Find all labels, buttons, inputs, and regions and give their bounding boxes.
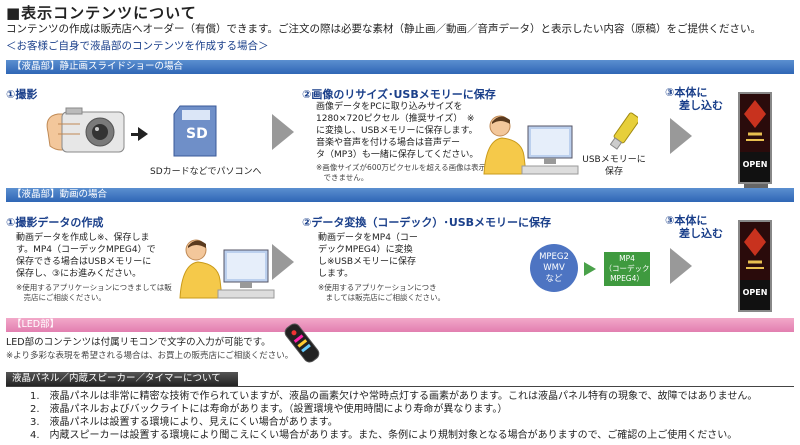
arrow-shaft bbox=[131, 133, 139, 136]
kiosk-sign: OPEN bbox=[742, 160, 768, 169]
format-line: など bbox=[545, 273, 563, 284]
note-line: ※使用するアプリケーションにつき bbox=[318, 283, 437, 292]
still-step1-title: ①撮影 bbox=[6, 88, 38, 101]
source-format-circle: MPEG2 WMV など bbox=[530, 244, 578, 292]
remote-control-icon bbox=[284, 323, 320, 363]
text-line: 保存できる場合はUSBメモリーに bbox=[16, 257, 152, 267]
text-line: タ（MP3）も一緒に保存してください。 bbox=[316, 150, 479, 160]
usb-label-line: 保存 bbox=[604, 167, 623, 177]
text-line: 動画データを作成し※、保存しま bbox=[16, 233, 150, 243]
video-step1-text: 動画データを作成し※、保存しま す。MP4（コーデックMPEG4）で 保存できる… bbox=[16, 232, 172, 303]
list-item: 3. 液晶パネルは設置する環境により、見えにくい場合があります。 bbox=[30, 417, 338, 428]
led-section-bar: 【LED部】 bbox=[6, 318, 794, 332]
step3-line: 差し込む bbox=[679, 99, 723, 112]
led-line1: LED部のコンテンツは付属リモコンで文字の入力が可能です。 bbox=[6, 337, 271, 348]
arrow-icon bbox=[670, 118, 692, 154]
kiosk-display: OPEN bbox=[738, 92, 772, 184]
green-arrow-icon bbox=[584, 262, 596, 276]
usb-stick-icon bbox=[610, 112, 638, 150]
video-step2-text: 動画データをMP4（コー デックMPEG4）に変換 し※USBメモリーに保存 し… bbox=[318, 232, 445, 303]
notes-bar: 液晶パネル／内蔵スピーカー／タイマーについて bbox=[6, 372, 238, 386]
page-title: ■表示コンテンツについて bbox=[6, 4, 197, 22]
kiosk-logo-icon bbox=[740, 94, 770, 152]
list-item: 1. 液晶パネルは非常に精密な技術で作られていますが、液晶の画素欠けや常時点灯す… bbox=[30, 391, 758, 402]
arrow-icon bbox=[138, 127, 148, 141]
still-step2-text: 画像データをPCに取り込みサイズを 1280×720ピクセル（推奨サイズ） ※ … bbox=[316, 101, 486, 183]
mp4-line: （コーデック bbox=[604, 264, 650, 273]
text-line: します。 bbox=[318, 269, 354, 279]
list-item: 4. 内蔵スピーカーは設置する環境により聞こえにくい場合があります。また、条例に… bbox=[30, 430, 738, 441]
self-made-heading: ＜お客様ご自身で液晶部のコンテンツを作成する場合＞ bbox=[6, 40, 269, 52]
text-line: す。MP4（コーデックMPEG4）で bbox=[16, 245, 156, 255]
text-line: 保存し、③にお進みください。 bbox=[16, 269, 142, 279]
format-line: MPEG2 bbox=[539, 251, 569, 262]
text-line: デックMPEG4）に変換 bbox=[318, 245, 413, 255]
video-step1-title: ①撮影データの作成 bbox=[6, 216, 104, 229]
text-line: 音楽や音声を付ける場合は音声デー bbox=[316, 138, 461, 148]
format-line: WMV bbox=[543, 262, 565, 273]
mp4-line: MPEG4） bbox=[610, 274, 644, 283]
kiosk-sign: OPEN bbox=[742, 288, 768, 297]
text-line: に変換し、USBメモリーに保存します。 bbox=[316, 126, 478, 136]
mp4-box: MP4 （コーデック MPEG4） bbox=[604, 252, 650, 286]
still-step3-title: ③本体に 差し込む bbox=[665, 86, 723, 112]
note-line: ※画像サイズが600万ピクセルを超える画像は表示 bbox=[316, 163, 487, 172]
note-line: できません。 bbox=[316, 173, 369, 182]
divider bbox=[6, 386, 794, 387]
video-step2-title: ②データ変換（コーデック）･USBメモリーに保存 bbox=[302, 216, 552, 229]
video-section-bar: 【液晶部】動画の場合 bbox=[6, 188, 794, 202]
note-line: 売店にご相談ください。 bbox=[16, 293, 106, 302]
text-line: 画像データをPCに取り込みサイズを bbox=[316, 102, 463, 112]
step3-line: ③本体に bbox=[665, 214, 708, 227]
text-line: 動画データをMP4（コー bbox=[318, 233, 418, 243]
led-line2: ※より多彩な表現を希望される場合は、お買上の販売店にご相談ください。 bbox=[6, 351, 294, 361]
notes-list: 1. 液晶パネルは非常に精密な技術で作られていますが、液晶の画素欠けや常時点灯す… bbox=[30, 390, 757, 442]
arrow-icon bbox=[272, 244, 294, 280]
kiosk-stand bbox=[744, 184, 768, 188]
mp4-line: MP4 bbox=[619, 254, 635, 263]
kiosk-display: OPEN bbox=[738, 220, 772, 312]
note-line: ※使用するアプリケーションにつきましては販 bbox=[16, 283, 172, 292]
step3-line: 差し込む bbox=[679, 227, 723, 240]
step3-line: ③本体に bbox=[665, 86, 708, 99]
camera-hand-icon bbox=[46, 107, 125, 153]
person-at-computer-icon bbox=[179, 239, 275, 299]
still-step2-title: ②画像のリサイズ･USBメモリーに保存 bbox=[302, 88, 496, 101]
kiosk-logo-icon bbox=[740, 222, 770, 280]
arrow-icon bbox=[272, 114, 294, 150]
still-section-bar: 【液晶部】静止画スライドショーの場合 bbox=[6, 60, 794, 74]
usb-label: USBメモリーに 保存 bbox=[578, 154, 650, 178]
note-line: ましては販売店にご相談ください。 bbox=[318, 293, 445, 302]
person-at-computer-icon bbox=[483, 115, 579, 175]
intro-text: コンテンツの作成は販売店へオーダー（有償）できます。ご注文の際は必要な素材（静止… bbox=[6, 23, 761, 35]
arrow-icon bbox=[670, 248, 692, 284]
sd-card-icon: SD bbox=[173, 105, 217, 157]
text-line: し※USBメモリーに保存 bbox=[318, 257, 417, 267]
text-line: 1280×720ピクセル（推奨サイズ） ※ bbox=[316, 114, 475, 124]
sd-text: SD bbox=[186, 126, 208, 142]
video-step3-title: ③本体に 差し込む bbox=[665, 214, 723, 240]
sd-label: SDカードなどでパソコンへ bbox=[150, 167, 262, 177]
usb-label-line: USBメモリーに bbox=[582, 155, 646, 165]
list-item: 2. 液晶パネルおよびバックライトには寿命があります。（設置環境や使用時間により… bbox=[30, 404, 508, 415]
